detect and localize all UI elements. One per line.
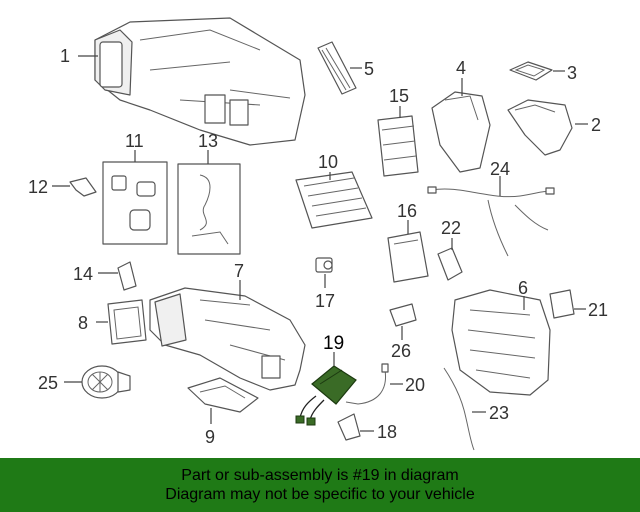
part-17-sensor <box>315 257 333 273</box>
part-4-duct <box>431 91 491 173</box>
parts-diagram: 1 5 4 3 2 15 11 12 <box>28 17 608 451</box>
callout-2: 2 <box>591 115 601 135</box>
callout-4: 4 <box>456 58 466 78</box>
callout-26: 26 <box>391 341 411 361</box>
callout-20: 20 <box>405 375 425 395</box>
part-21-cover <box>549 289 575 319</box>
callout-8: 8 <box>78 313 88 333</box>
info-banner: Part or sub-assembly is #19 in diagram D… <box>0 458 640 512</box>
callout-19: 19 <box>323 333 344 354</box>
part-13-hose-kit <box>177 163 241 255</box>
callout-15: 15 <box>389 86 409 106</box>
part-19-highlighted-module <box>295 365 357 426</box>
part-23-hose <box>443 367 475 451</box>
part-11-seal-kit <box>102 161 168 245</box>
part-9-duct <box>187 377 259 413</box>
callout-23: 23 <box>489 403 509 423</box>
callout-7: 7 <box>234 261 244 281</box>
callout-1: 1 <box>60 46 70 66</box>
part-7-rear-housing <box>149 287 306 391</box>
callout-18: 18 <box>377 422 397 442</box>
callout-22: 22 <box>441 218 461 238</box>
part-2-duct <box>507 99 573 156</box>
part-8-filter-frame <box>107 299 147 345</box>
banner-line-1: Part or sub-assembly is #19 in diagram <box>181 467 459 484</box>
callout-17: 17 <box>315 291 335 311</box>
part-1-hvac-housing <box>94 17 306 146</box>
callout-5: 5 <box>364 59 374 79</box>
banner-line-2: Diagram may not be specific to your vehi… <box>165 486 475 503</box>
callout-11: 11 <box>125 131 144 151</box>
part-18-bracket <box>337 413 361 441</box>
callout-14: 14 <box>73 264 93 284</box>
part-5-filter <box>317 41 357 95</box>
callout-16: 16 <box>397 201 417 221</box>
callout-21: 21 <box>588 300 608 320</box>
part-15-heater-core <box>377 115 419 177</box>
part-6-rear-unit <box>451 289 551 396</box>
part-22-bracket <box>437 247 463 281</box>
part-20-sensor-wire <box>345 363 389 405</box>
part-10-evaporator <box>295 171 373 229</box>
part-3-gasket <box>509 61 553 81</box>
callout-6: 6 <box>518 278 528 298</box>
callout-12: 12 <box>28 177 48 197</box>
callout-3: 3 <box>567 63 577 83</box>
callout-24: 24 <box>490 159 510 179</box>
callout-10: 10 <box>318 152 338 172</box>
part-12-clip <box>69 177 97 197</box>
callout-13: 13 <box>198 131 218 151</box>
part-26-actuator <box>389 303 417 327</box>
part-25-blower-motor <box>81 365 131 399</box>
callout-25: 25 <box>38 373 58 393</box>
part-14-clip <box>117 261 137 291</box>
part-16-control-module <box>387 231 429 283</box>
part-24-harness <box>427 186 555 257</box>
callout-9: 9 <box>205 427 215 447</box>
